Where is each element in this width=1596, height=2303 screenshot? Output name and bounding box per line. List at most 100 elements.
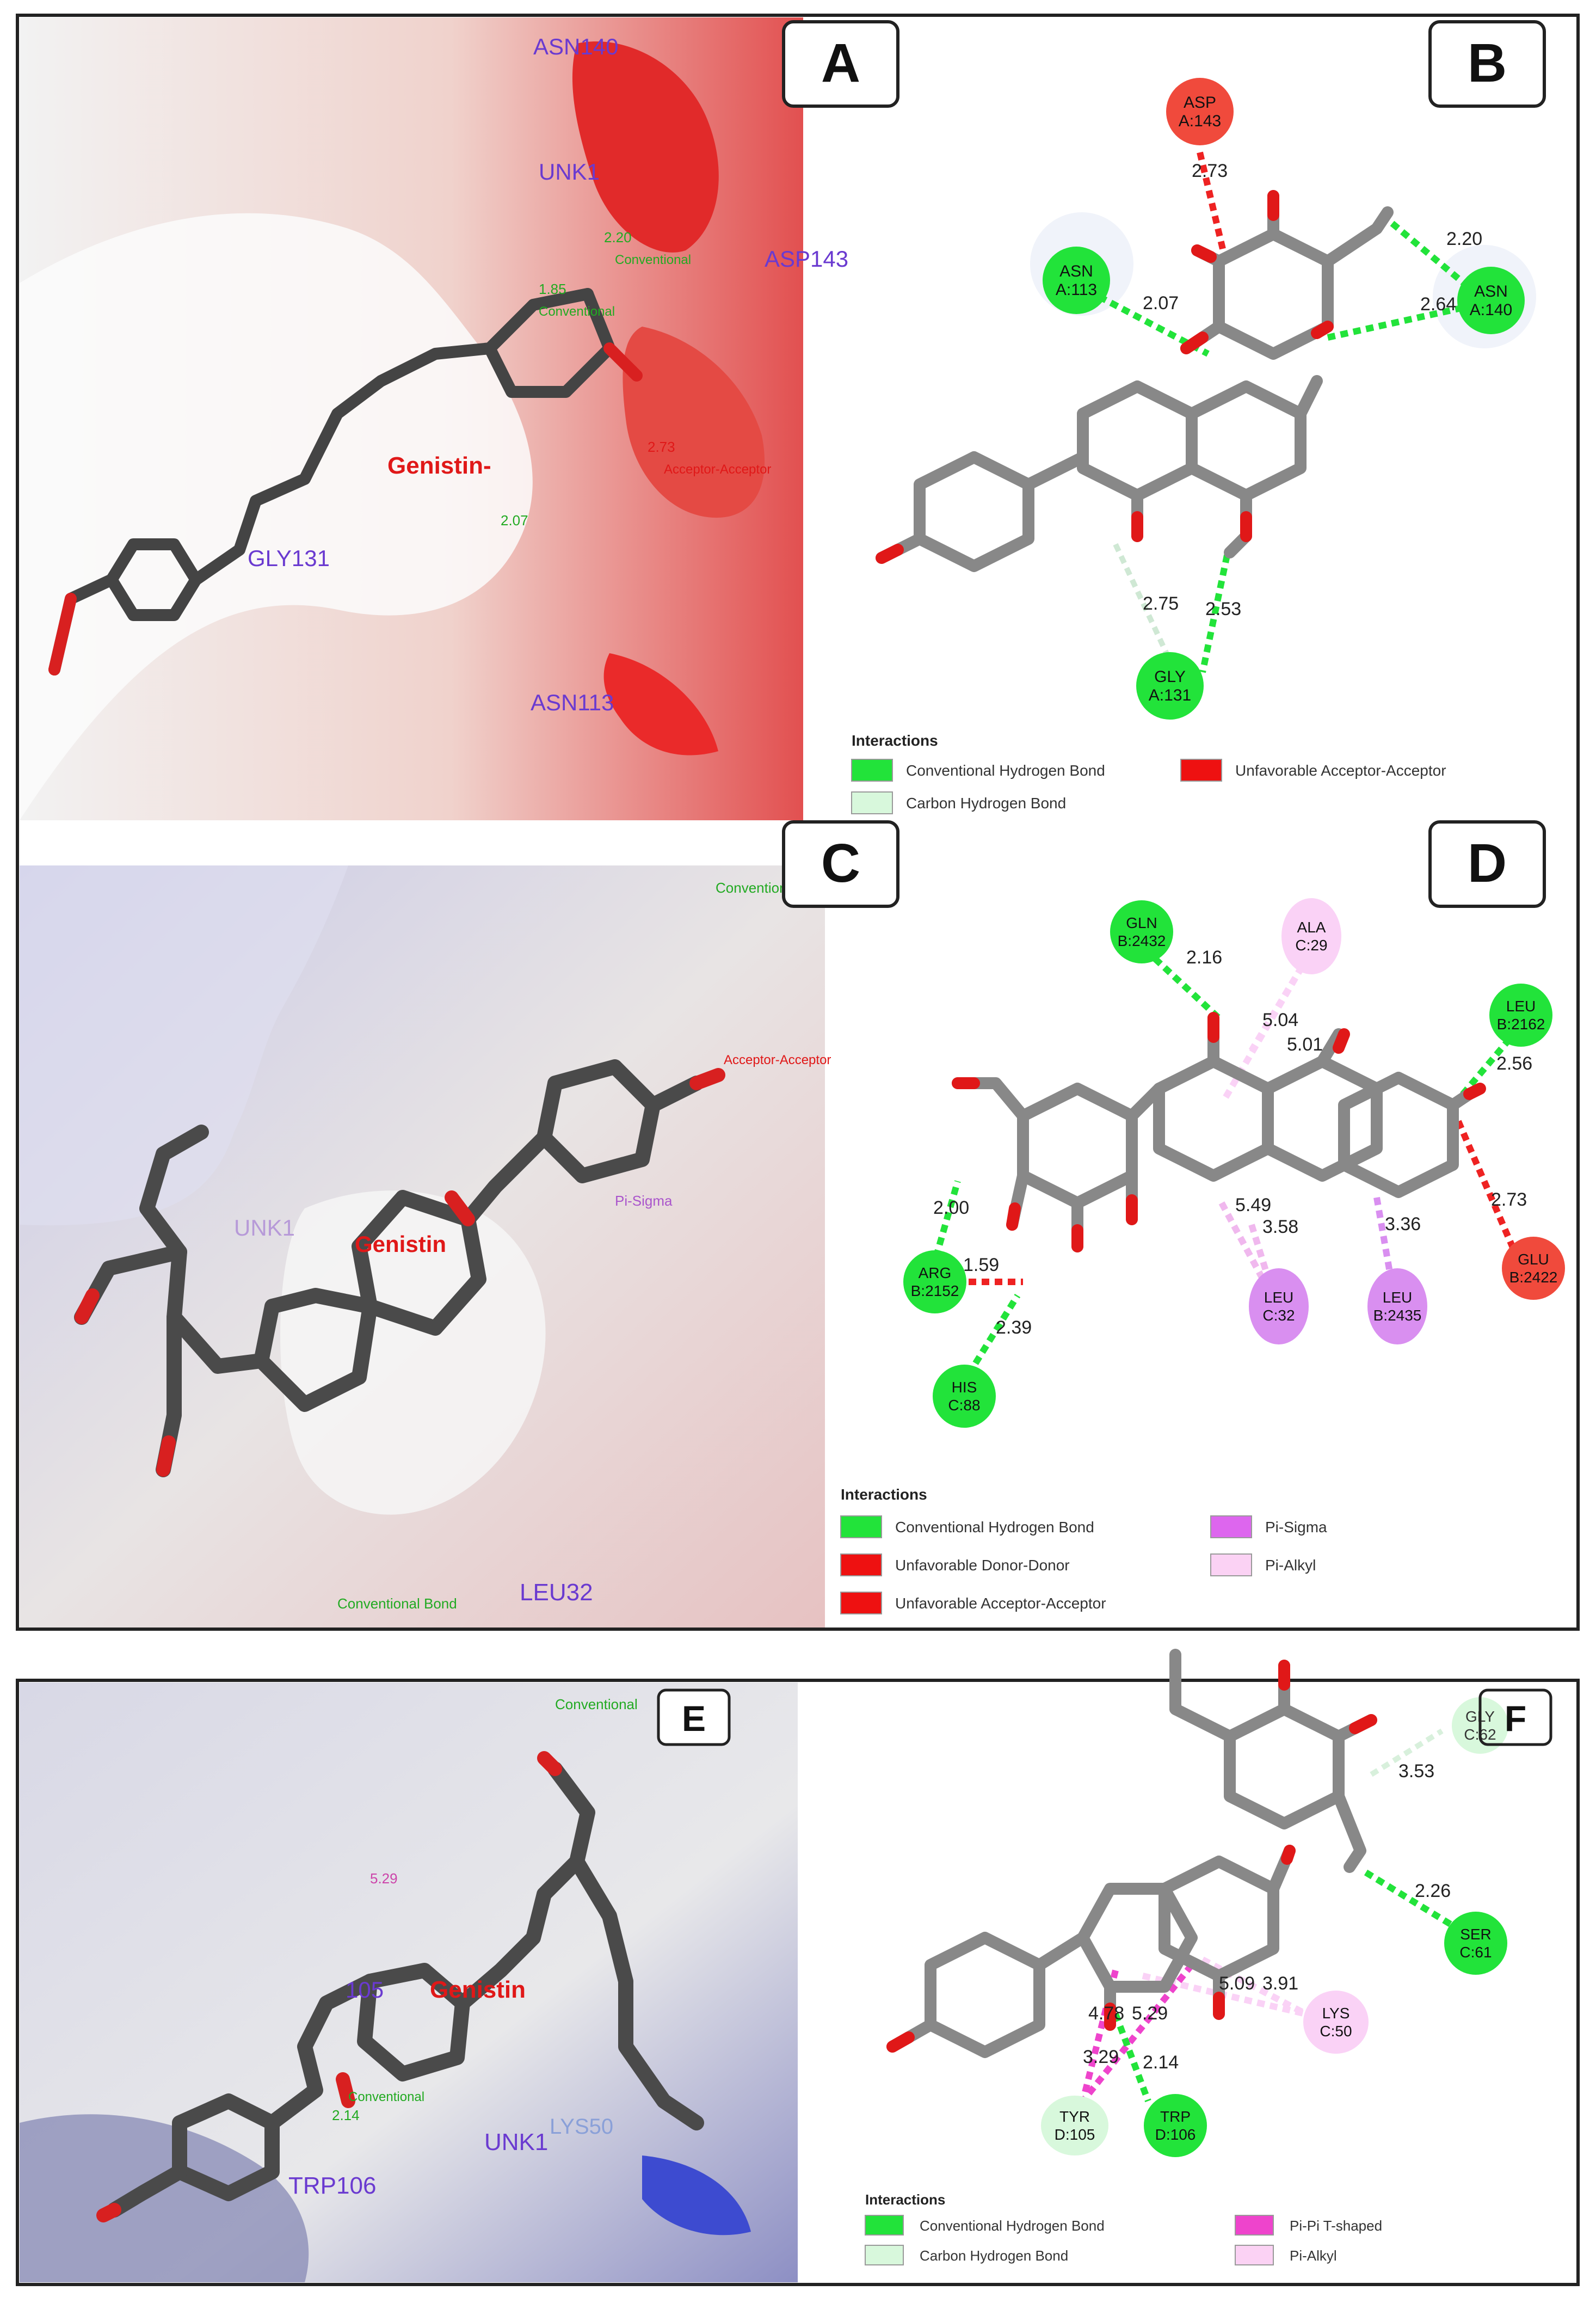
panel-a-note-5: 2.07 (501, 512, 528, 529)
svg-text:Interactions: Interactions (852, 732, 938, 749)
d-residue-ala29: ALA C:29 (1281, 898, 1341, 974)
svg-text:Pi-Alkyl: Pi-Alkyl (1265, 1557, 1316, 1574)
svg-text:Pi-Sigma: Pi-Sigma (1265, 1519, 1327, 1536)
svg-text:LEU: LEU (1383, 1289, 1412, 1306)
panel-a-red-patch-2 (623, 327, 765, 518)
b-line-asn140-b (1327, 304, 1465, 341)
b-residue-asn113: ASN A:113 (1043, 247, 1110, 314)
panel-a-ligand-name: Genistin- (387, 452, 491, 479)
svg-text:Unfavorable Acceptor-Acceptor: Unfavorable Acceptor-Acceptor (1235, 762, 1446, 779)
panel-e-note-1: Conventional (555, 1696, 638, 1712)
d-dist-9: 3.58 (1262, 1217, 1298, 1237)
panel-d-legend: Interactions Conventional Hydrogen Bond … (840, 1486, 1327, 1614)
d-dist-2: 5.04 (1262, 1010, 1298, 1030)
panel-c: UNK1 LEU32 Genistin Conventional Pi-Sigm… (20, 865, 831, 1628)
svg-text:D:105: D:105 (1055, 2126, 1095, 2143)
panel-e-residue-unk1: UNK1 (484, 2129, 548, 2155)
svg-text:LEU: LEU (1506, 998, 1536, 1015)
frame-top (16, 14, 1580, 1631)
panel-e-blue-edge (642, 2155, 751, 2236)
f-dist-1: 3.53 (1398, 1761, 1434, 1782)
panel-a-residue-asp143: ASP143 (765, 246, 848, 272)
panel-a-oxygen-ends (48, 342, 643, 675)
panel-a-residue-unk1: UNK1 (539, 159, 600, 185)
panel-f-ligand (886, 1649, 1377, 2058)
b-line-asn113 (1098, 293, 1210, 357)
panel-e-note-2: 5.29 (370, 1870, 398, 1887)
panel-c-note-2: Pi-Sigma (615, 1193, 673, 1209)
svg-text:TRP: TRP (1160, 2108, 1191, 2125)
d-residue-leu2162: LEU B:2162 (1489, 984, 1552, 1047)
panel-e-note-4: 2.14 (332, 2107, 360, 2123)
svg-text:Carbon Hydrogen Bond: Carbon Hydrogen Bond (906, 795, 1066, 812)
svg-text:Unfavorable Donor-Donor: Unfavorable Donor-Donor (895, 1557, 1070, 1574)
d-dist-3: 5.01 (1287, 1034, 1323, 1055)
svg-text:B:2162: B:2162 (1497, 1016, 1545, 1033)
svg-text:D:106: D:106 (1155, 2126, 1196, 2143)
panel-a-note-3: 1.85 (539, 281, 566, 297)
panel-e-note-3: Conventional (348, 2090, 424, 2104)
panel-a-red-patch-3 (603, 653, 718, 756)
svg-text:B:2152: B:2152 (911, 1282, 959, 1299)
svg-text:GLN: GLN (1126, 914, 1157, 931)
d-residue-leu32: LEU C:32 (1249, 1268, 1309, 1344)
b-residue-asn140: ASN A:140 (1457, 267, 1525, 334)
svg-text:B:2435: B:2435 (1373, 1307, 1422, 1324)
f-dist-5: 4.78 (1088, 2003, 1124, 2024)
b-line-asn140-a (1380, 212, 1466, 286)
svg-text:Pi-Pi T-shaped: Pi-Pi T-shaped (1290, 2218, 1382, 2234)
svg-text:C:29: C:29 (1295, 937, 1327, 954)
panel-e-oxygen-ends (96, 1751, 562, 2222)
f-residue-tyr105: TYR D:105 (1041, 2096, 1108, 2155)
f-residue-ser61: SER C:61 (1444, 1912, 1507, 1975)
svg-text:B:2432: B:2432 (1118, 932, 1166, 949)
panel-c-ligand-name: Genistin (355, 1231, 446, 1257)
b-line-gly131-a (1113, 543, 1178, 674)
f-dist-6: 5.29 (1132, 2003, 1168, 2024)
panel-c-clear-area (20, 865, 348, 1226)
panel-b-ligand (876, 190, 1394, 572)
frame-bottom (16, 1679, 1580, 2286)
panel-c-note-4: Conventional Bond (337, 1595, 457, 1612)
panel-e: TRP106 UNK1 LYS50 105 Genistin Conventio… (20, 1682, 798, 2282)
panel-e-ligand-name: Genistin (430, 1976, 526, 2003)
svg-text:Conventional Hydrogen Bond: Conventional Hydrogen Bond (906, 762, 1105, 779)
panel-c-residue-leu32: LEU32 (520, 1579, 593, 1606)
panel-e-dark-band (20, 2114, 309, 2282)
panel-a: ASN140 UNK1 ASP143 GLY131 ASN113 Genisti… (20, 17, 848, 821)
d-residue-his88: HIS C:88 (933, 1365, 996, 1428)
panel-letter-c: C (782, 820, 899, 908)
svg-text:Carbon Hydrogen Bond: Carbon Hydrogen Bond (920, 2247, 1068, 2264)
panel-e-residue-105: 105 (346, 1977, 384, 2003)
d-dist-8: 5.49 (1235, 1195, 1271, 1215)
svg-text:A:113: A:113 (1056, 281, 1097, 299)
d-residue-gln2432: GLN B:2432 (1110, 900, 1173, 963)
b-line-asp143 (1197, 151, 1228, 257)
svg-text:ALA: ALA (1297, 919, 1326, 936)
svg-text:LEU: LEU (1264, 1289, 1293, 1306)
svg-text:Interactions: Interactions (841, 1486, 927, 1503)
svg-text:Interactions: Interactions (865, 2191, 945, 2208)
panel-a-residue-gly131: GLY131 (248, 545, 330, 571)
d-dist-5: 2.00 (933, 1197, 969, 1218)
b-dist-4: 2.64 (1420, 294, 1456, 315)
panel-a-note-1: 2.20 (604, 229, 632, 245)
svg-text:TYR: TYR (1059, 2108, 1090, 2125)
f-residue-lys50: LYS C:50 (1303, 1991, 1369, 2054)
panel-a-note-4: Conventional (539, 304, 615, 319)
f-residue-trp106: TRP D:106 (1144, 2094, 1207, 2157)
d-residue-leu2435: LEU B:2435 (1367, 1268, 1427, 1344)
svg-text:B:2422: B:2422 (1509, 1269, 1558, 1286)
svg-text:Unfavorable Acceptor-Acceptor: Unfavorable Acceptor-Acceptor (895, 1595, 1106, 1612)
b-dist-6: 2.53 (1205, 599, 1241, 619)
svg-text:Conventional Hydrogen Bond: Conventional Hydrogen Bond (895, 1519, 1094, 1536)
panel-letter-e: E (657, 1688, 731, 1746)
d-dist-6: 1.59 (963, 1255, 999, 1275)
svg-text:A: A (821, 33, 860, 94)
panel-a-red-patch (572, 41, 719, 253)
panel-a-residue-asn113: ASN113 (531, 690, 614, 715)
svg-text:E: E (682, 1698, 706, 1739)
panel-f: GLY C:62 SER C:61 LYS C:50 TYR D:105 TRP… (865, 1649, 1508, 2265)
f-dist-8: 2.14 (1143, 2052, 1179, 2073)
